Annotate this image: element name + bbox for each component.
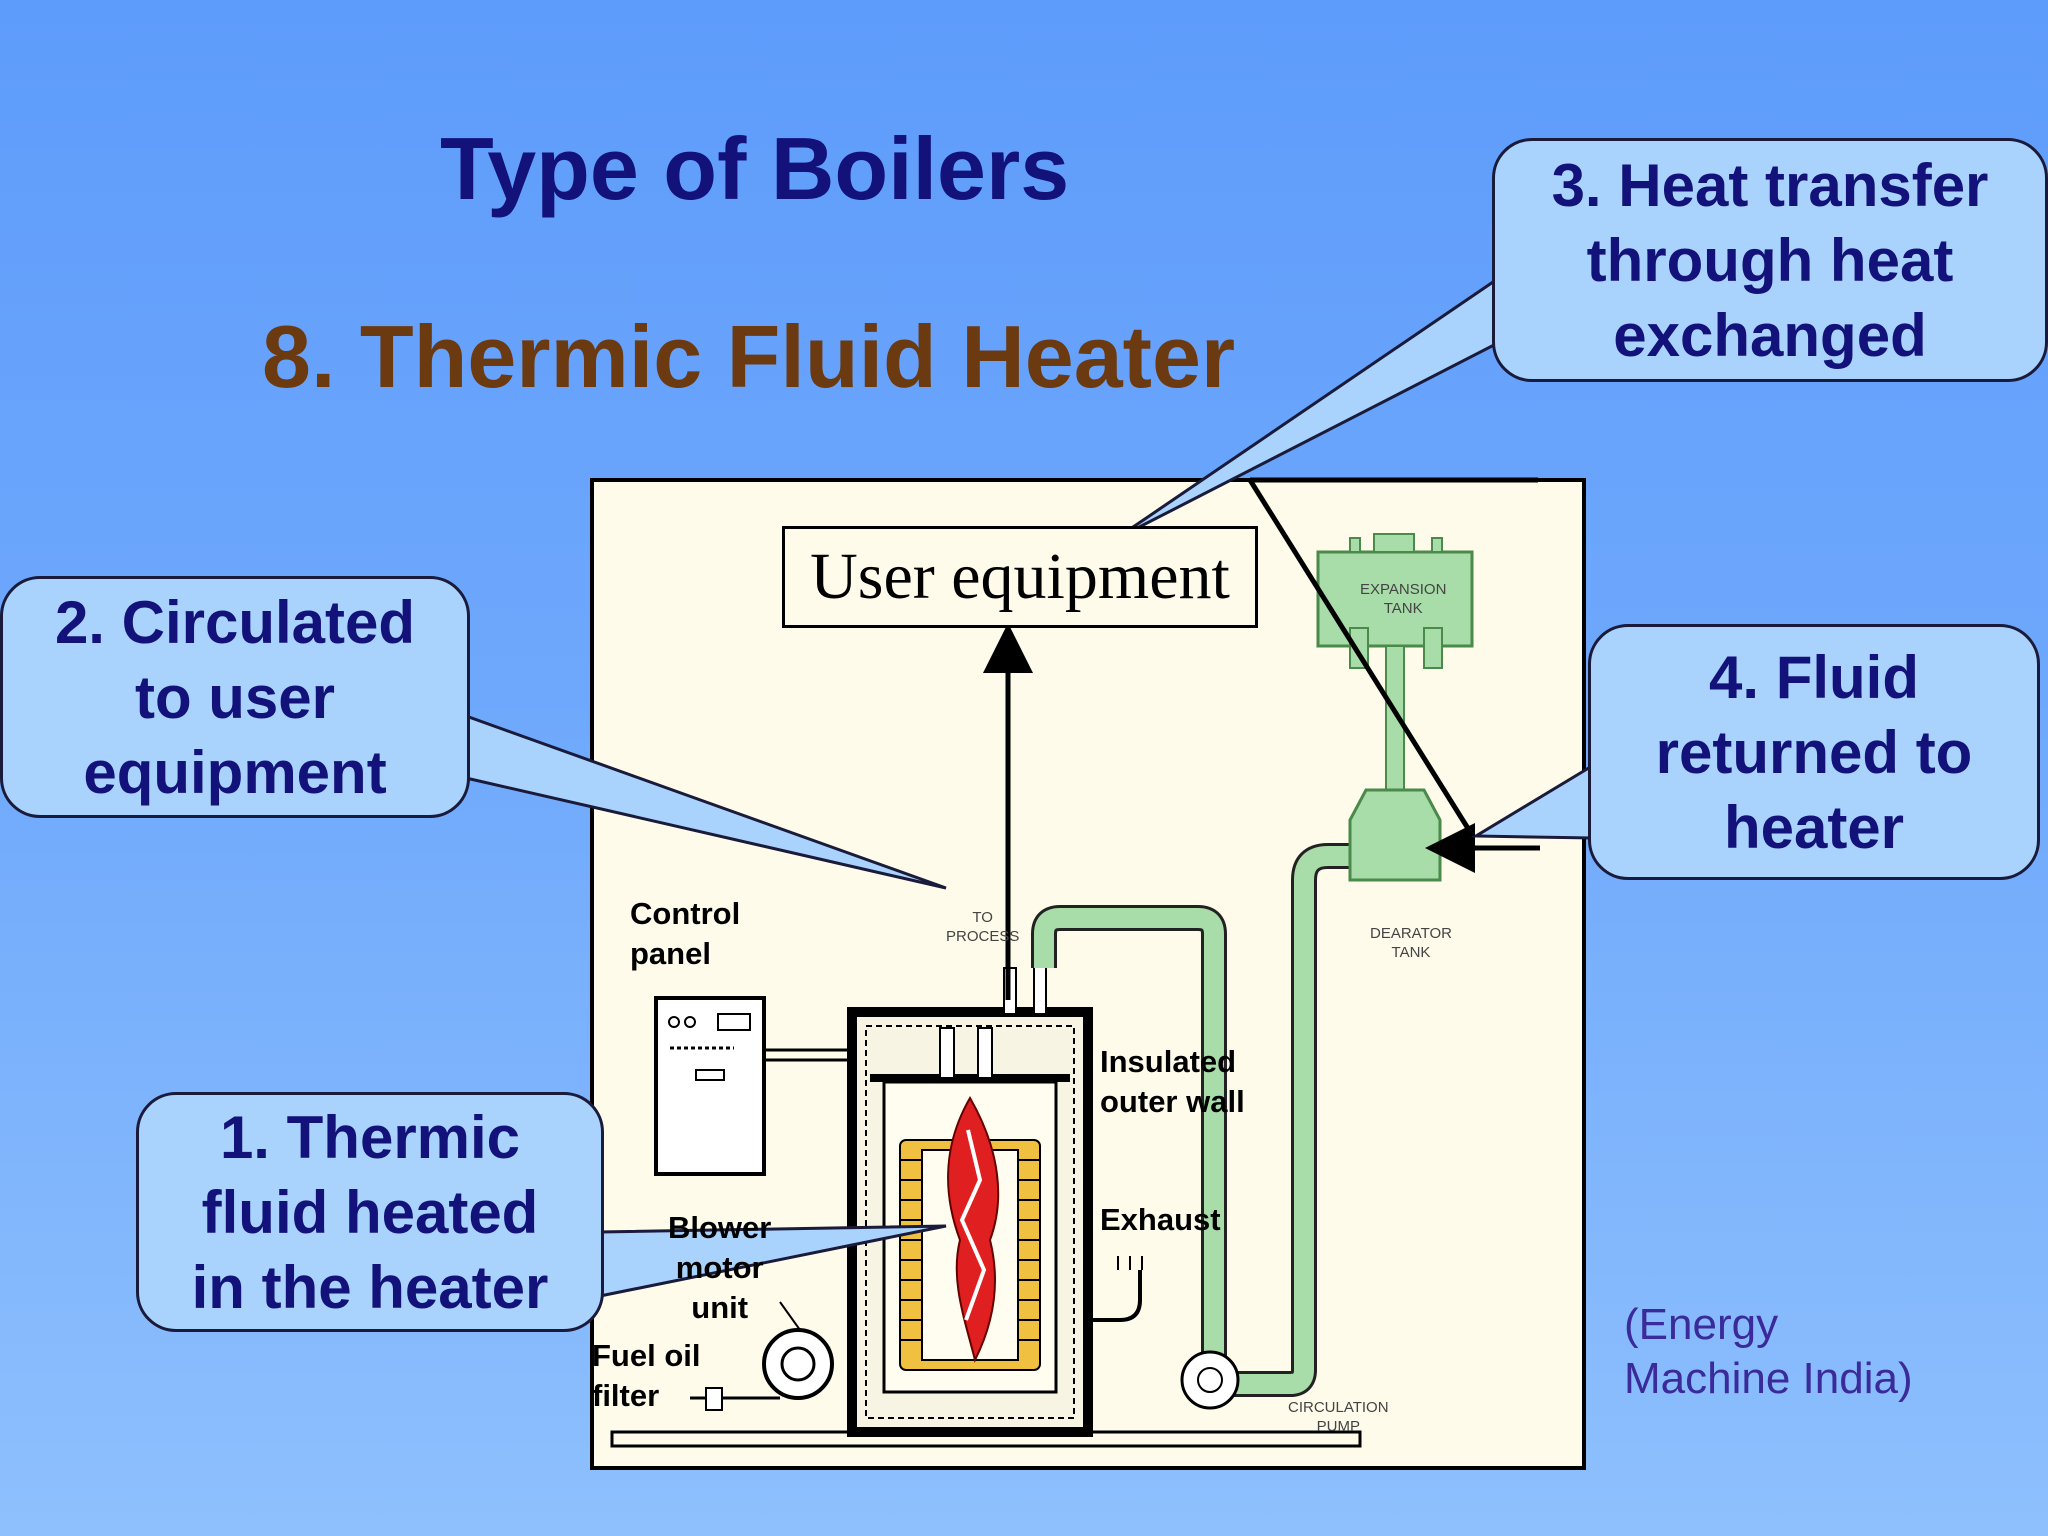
to-process-label: TO PROCESS: [946, 909, 1020, 945]
fuel-filter-label: Fuel oil filter: [592, 1338, 701, 1413]
callout-3-pointer: [1113, 277, 1498, 542]
callout-4: 4. Fluid returned to heater: [1588, 624, 2040, 880]
circulation-pump-label: CIRCULATION PUMP: [1288, 1399, 1389, 1435]
fuel-filter: [705, 1387, 723, 1411]
expansion-tank-label: EXPANSION TANK: [1360, 581, 1447, 617]
callout-2: 2. Circulated to user equipment: [0, 576, 470, 818]
blower-motor: [762, 1328, 834, 1400]
callout-4-pointer: [1470, 763, 1594, 840]
blower-label: Blower motor unit: [668, 1210, 772, 1325]
dearator-tank: [1348, 788, 1442, 882]
slide-subtitle: 8. Thermic Fluid Heater: [262, 307, 1236, 406]
heat-exchange-line: [1247, 478, 1477, 840]
user-equipment-box: User equipment: [782, 526, 1258, 628]
callout-3: 3. Heat transfer through heat exchanged: [1492, 138, 2048, 382]
slide-title: Type of Boilers: [440, 119, 1070, 218]
exhaust-duct: [1088, 1270, 1142, 1322]
control-panel-box: [654, 996, 766, 1176]
dearator-tank-label: DEARATOR TANK: [1370, 925, 1452, 961]
burner-flame: [947, 1095, 1000, 1363]
callout-1: 1. Thermic fluid heated in the heater: [136, 1092, 604, 1332]
callout-2-pointer: [464, 713, 947, 890]
circulation-pump: [1180, 1350, 1240, 1410]
exhaust-label: Exhaust: [1100, 1202, 1221, 1237]
source-credit: (Energy Machine India): [1624, 1300, 1913, 1403]
insulated-wall-label: Insulated outer wall: [1100, 1044, 1245, 1119]
control-panel-label: Control panel: [630, 896, 741, 971]
